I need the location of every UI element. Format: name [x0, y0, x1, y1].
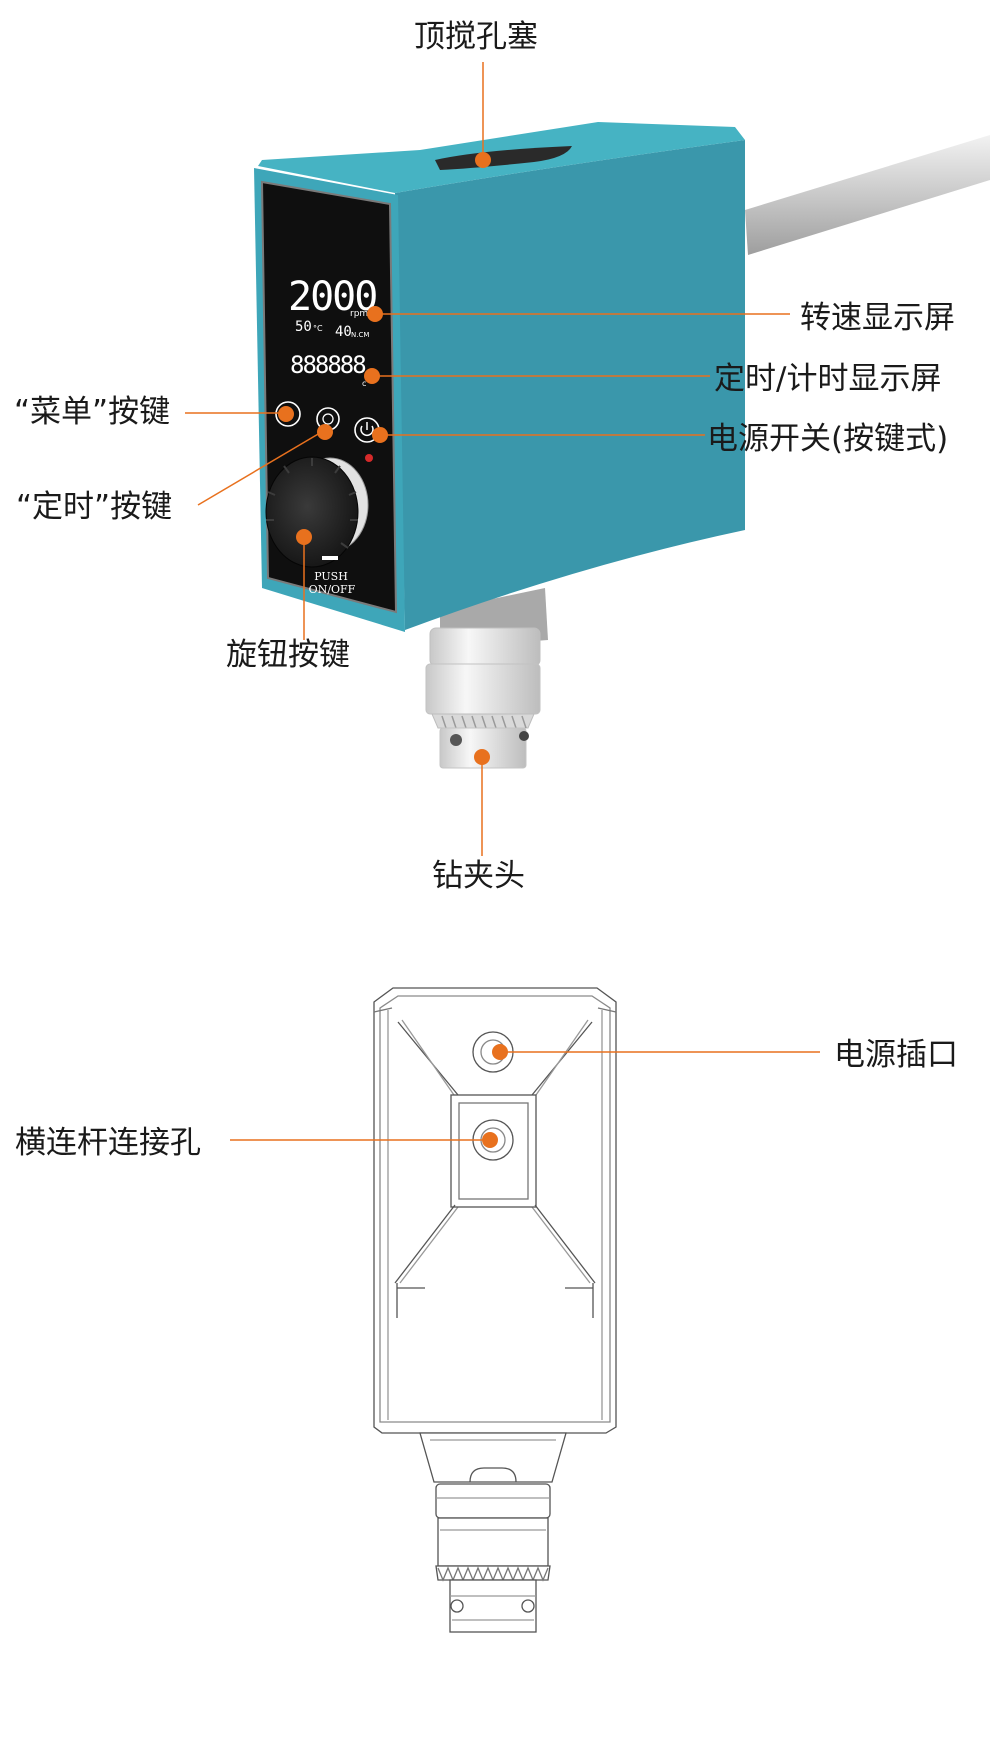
- chuck-assembly: [425, 588, 548, 769]
- callout-lines-top: [185, 62, 790, 856]
- label-rod-hole: 横连杆连接孔: [15, 1125, 201, 1161]
- knob-onoff-text: ON/OFF: [309, 583, 356, 596]
- rod: [745, 135, 990, 255]
- back-view-drawing: [373, 987, 617, 1633]
- label-speed-screen: 转速显示屏: [800, 300, 955, 336]
- knob-push-text: PUSH: [314, 570, 348, 583]
- power-indicator-led: [365, 454, 373, 462]
- label-knob-button: 旋钮按键: [226, 637, 350, 673]
- rotary-knob[interactable]: [265, 456, 369, 568]
- label-power-switch: 电源开关(按键式): [707, 421, 949, 457]
- control-panel: 2000 rpm 50 °C 40 N.CM 888888 c: [260, 180, 398, 614]
- label-power-socket: 电源插口: [834, 1037, 958, 1073]
- label-menu-button: “菜单”按键: [14, 394, 171, 430]
- speed-unit: rpm: [350, 309, 368, 319]
- speed-readout: 2000: [288, 274, 376, 320]
- callout-lines-bottom: [230, 1051, 820, 1141]
- torque-unit: N.CM: [351, 331, 369, 339]
- timer-readout: 888888: [290, 351, 365, 379]
- callout-dots-bottom: [482, 1044, 508, 1148]
- push-indicator-bar: [322, 556, 338, 560]
- timer-unit: c: [362, 379, 366, 388]
- temperature-unit: °C: [313, 324, 323, 333]
- torque-readout: 40: [335, 324, 352, 340]
- label-chuck: 钻夹头: [432, 858, 525, 894]
- label-timer-button: “定时”按键: [16, 489, 173, 525]
- callout-dots-top: [278, 152, 491, 765]
- power-icon: [360, 425, 374, 436]
- label-timer-screen: 定时/计时显示屏: [714, 361, 942, 397]
- clock-icon: [322, 413, 334, 425]
- label-top-plug: 顶搅孔塞: [414, 19, 538, 55]
- temperature-readout: 50: [295, 319, 312, 335]
